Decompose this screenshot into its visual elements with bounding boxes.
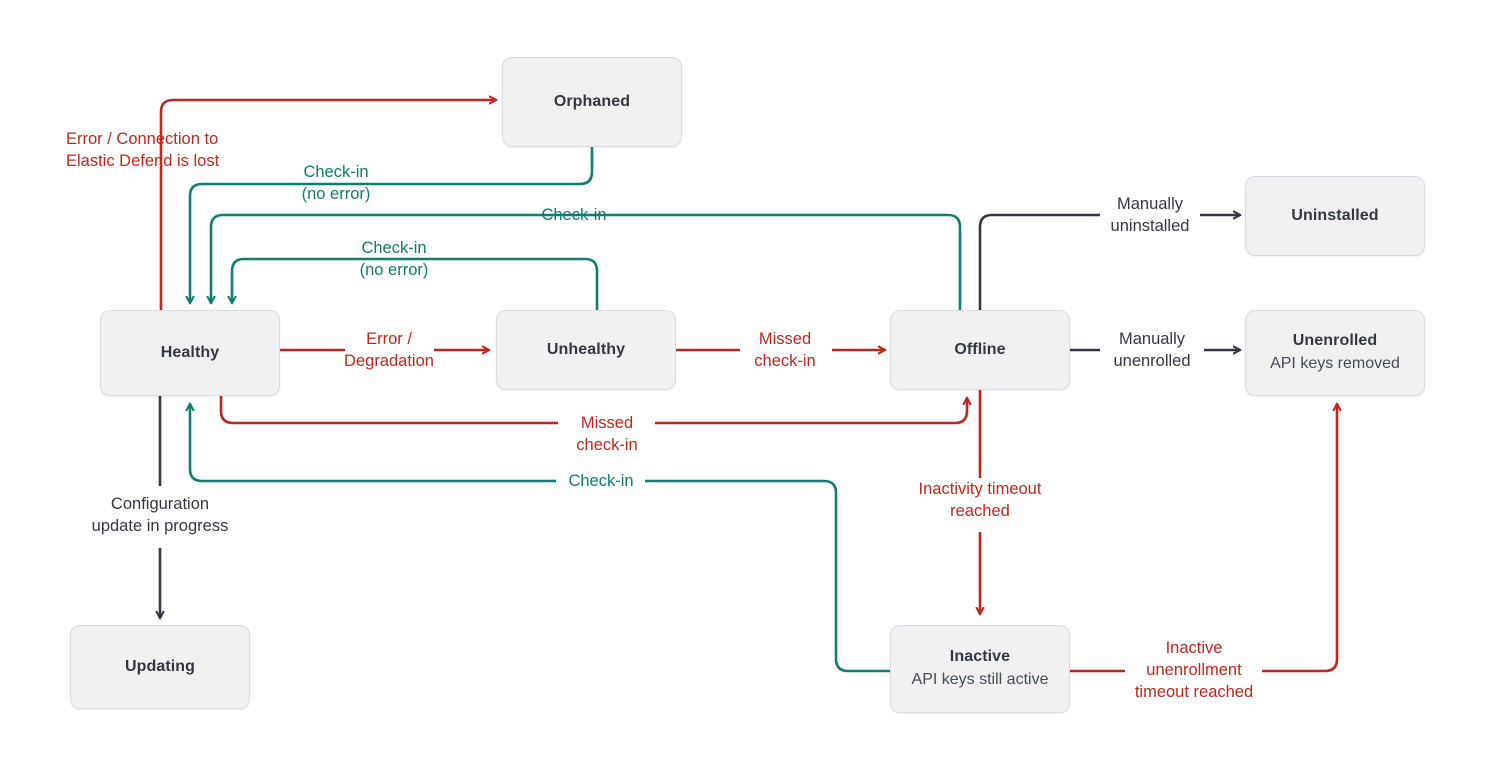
node-healthy[interactable]: Healthy	[100, 310, 280, 396]
edge-label-offline-to-healthy-top: Check-in	[541, 206, 607, 224]
node-inactive[interactable]: Inactive API keys still active	[890, 625, 1070, 713]
node-unhealthy[interactable]: Unhealthy	[496, 310, 676, 390]
node-offline-title: Offline	[954, 341, 1006, 358]
edge-label-healthy-to-orphaned: Error / Connection to Elastic Defend is …	[66, 130, 220, 170]
edge-label-healthy-to-unhealthy: Error / Degradation	[344, 330, 434, 370]
node-inactive-title: Inactive	[949, 648, 1011, 666]
edge-inactive-to-unenrolled	[1262, 404, 1337, 673]
edge-label-unhealthy-to-offline: Missed check-in	[754, 330, 816, 370]
edge-label-offline-to-inactive: Inactivity timeout reached	[918, 480, 1042, 520]
node-unhealthy-title: Unhealthy	[546, 341, 626, 358]
node-unenrolled[interactable]: Unenrolled API keys removed	[1245, 310, 1425, 396]
node-offline[interactable]: Offline	[890, 310, 1070, 390]
edge-healthy-to-offline-right	[655, 398, 967, 425]
node-healthy-title: Healthy	[160, 344, 220, 361]
edge-label-offline-to-unenrolled: Manually unenrolled	[1113, 330, 1191, 370]
node-orphaned-title: Orphaned	[553, 93, 631, 110]
edge-inactive-to-healthy-left	[190, 404, 556, 483]
node-uninstalled[interactable]: Uninstalled	[1245, 176, 1425, 256]
edge-offline-to-uninstalled-stub	[978, 213, 1100, 311]
node-orphaned[interactable]: Orphaned	[502, 57, 682, 147]
edge-orphaned-to-healthy	[190, 146, 594, 303]
edge-healthy-to-orphaned	[159, 100, 496, 311]
edge-label-offline-to-uninstalled: Manually uninstalled	[1110, 195, 1190, 235]
edge-label-inactive-to-unenrolled: Inactive unenrollment timeout reached	[1134, 639, 1254, 701]
node-inactive-subtitle: API keys still active	[911, 671, 1049, 689]
edge-label-unhealthy-to-healthy: Check-in (no error)	[359, 239, 429, 279]
edge-unhealthy-to-healthy	[232, 257, 599, 311]
node-unenrolled-subtitle: API keys removed	[1270, 355, 1400, 373]
edge-label-healthy-to-offline: Missed check-in	[576, 414, 638, 454]
edge-inactive-to-healthy-right	[645, 479, 890, 673]
edge-label-orphaned-to-healthy: Check-in (no error)	[301, 163, 371, 203]
edge-label-healthy-to-updating: Configuration update in progress	[91, 495, 229, 535]
node-updating[interactable]: Updating	[70, 625, 250, 709]
edge-healthy-to-offline-left	[219, 396, 558, 425]
edge-offline-to-healthy-top	[211, 213, 962, 311]
node-updating-title: Updating	[124, 658, 196, 675]
edge-label-inactive-to-healthy: Check-in	[568, 472, 634, 490]
node-unenrolled-title: Unenrolled	[1292, 332, 1378, 350]
node-uninstalled-title: Uninstalled	[1291, 207, 1379, 224]
